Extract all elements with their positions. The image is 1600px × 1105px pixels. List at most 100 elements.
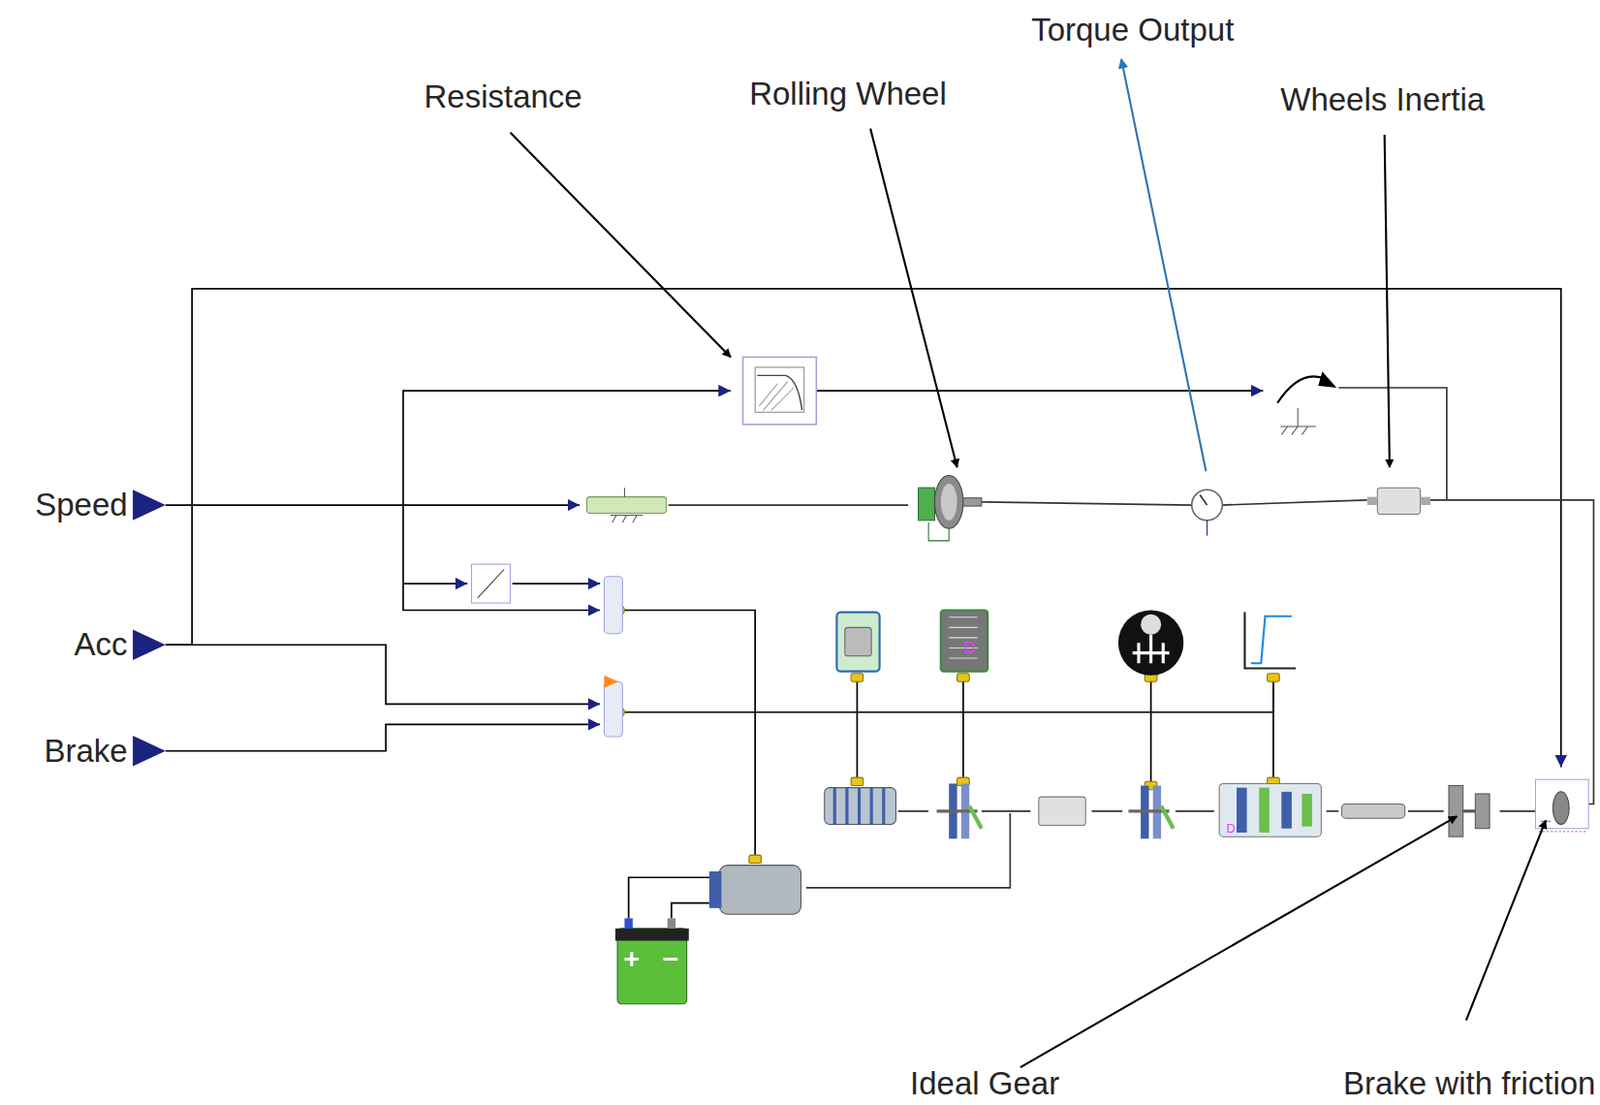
ideal-gear (1448, 785, 1464, 838)
controllers (845, 627, 872, 656)
signal-wires (165, 644, 600, 704)
bus-wires (624, 609, 755, 859)
port-label: Speed (34, 487, 127, 523)
bus-wires (962, 675, 965, 781)
input-ports (132, 628, 166, 660)
brake-with-friction (1552, 791, 1569, 825)
rolling-wheel (918, 487, 936, 521)
speed-source (587, 487, 667, 523)
battery (615, 877, 710, 1004)
inertia-block (1377, 487, 1420, 514)
controllers: D (836, 609, 1296, 675)
signal-wires (815, 389, 1263, 392)
ideal-gear (1463, 809, 1476, 813)
bus-wires (624, 609, 1273, 859)
inertia-block (1367, 497, 1379, 505)
callout-label: Wheels Inertia (1280, 82, 1485, 118)
mechanical-wires (1092, 810, 1124, 813)
inertia-block (1420, 497, 1432, 505)
mechanical-wires (898, 810, 930, 813)
battery (628, 877, 710, 918)
mechanical-wires (1500, 810, 1537, 813)
torque-source (1280, 426, 1317, 435)
ideal-gear (1448, 785, 1490, 838)
mechanical-wires (981, 810, 1032, 813)
bus-connectors (1267, 673, 1281, 682)
leader-lines (510, 132, 731, 358)
inertia-block (1367, 487, 1431, 514)
input-ports (132, 735, 166, 767)
mechanical-wires (1338, 387, 1447, 501)
battery (624, 951, 678, 967)
torque-sensor (1199, 495, 1207, 506)
input-ports (132, 489, 166, 766)
speed-source (610, 515, 644, 523)
transmission (1219, 783, 1321, 837)
mechanical-wires (1326, 810, 1340, 813)
port-label: Brake (43, 733, 127, 769)
controllers (941, 609, 988, 671)
filter-block (754, 367, 805, 412)
battery (667, 917, 676, 929)
controllers (948, 617, 977, 659)
shaft (1341, 803, 1405, 818)
leader-lines (1466, 819, 1546, 1020)
clutch (1128, 785, 1173, 840)
torque-sensor (1192, 489, 1224, 535)
bus-wires (624, 681, 1273, 713)
signal-wires (165, 503, 580, 506)
callout-label: Ideal Gear (909, 1066, 1060, 1101)
torque-sensor (1192, 489, 1224, 521)
inertia-block (1038, 796, 1086, 825)
transmission (1301, 793, 1313, 827)
brake-with-friction (1535, 779, 1589, 829)
transmission (1258, 787, 1270, 833)
callout-label: Brake with friction (1343, 1066, 1596, 1101)
callout-label: Resistance (423, 79, 582, 115)
clutch (937, 783, 982, 839)
mechanical-wires (668, 503, 909, 506)
brake-with-friction (1538, 830, 1589, 832)
controllers (1140, 614, 1161, 635)
rolling-wheel (934, 475, 963, 530)
signal-wires (165, 288, 1562, 768)
bus-blocks (603, 675, 619, 689)
callout-label: Rolling Wheel (749, 76, 947, 112)
signal-wires (165, 288, 1562, 768)
clutch (1160, 806, 1174, 829)
rolling-wheel (941, 483, 958, 521)
input-ports (132, 489, 166, 521)
leader-lines (1384, 134, 1390, 468)
bus-wires (856, 675, 859, 781)
torque-source (1297, 407, 1299, 427)
transmission: D (1219, 783, 1321, 837)
signal-wires (403, 582, 468, 585)
torque-source (1277, 376, 1327, 403)
filter-block (758, 381, 794, 410)
leader-line (1121, 59, 1206, 471)
mechanical-wires (1175, 810, 1215, 813)
torque-source (1277, 371, 1337, 435)
clutch (969, 806, 982, 829)
symbol-glyph: D (1226, 821, 1236, 836)
rolling-wheel (963, 498, 982, 506)
integrator-block (477, 568, 504, 597)
controllers (1244, 612, 1296, 669)
rolling-wheel (928, 522, 949, 541)
callout-label: Torque Output (1031, 12, 1234, 48)
mechanical-wires (1222, 500, 1367, 505)
inertia-block (1038, 796, 1086, 825)
engine (834, 787, 884, 825)
battery (615, 928, 690, 942)
filter-block (756, 375, 802, 410)
bus-connectors (957, 673, 971, 682)
port-label: Acc (74, 627, 128, 662)
battery (624, 917, 632, 929)
controllers (836, 612, 879, 672)
electric-motor (709, 865, 802, 915)
electric-motor (719, 865, 801, 915)
signal-wires (512, 582, 601, 585)
bus-blocks (603, 681, 623, 737)
controllers (1251, 616, 1292, 663)
